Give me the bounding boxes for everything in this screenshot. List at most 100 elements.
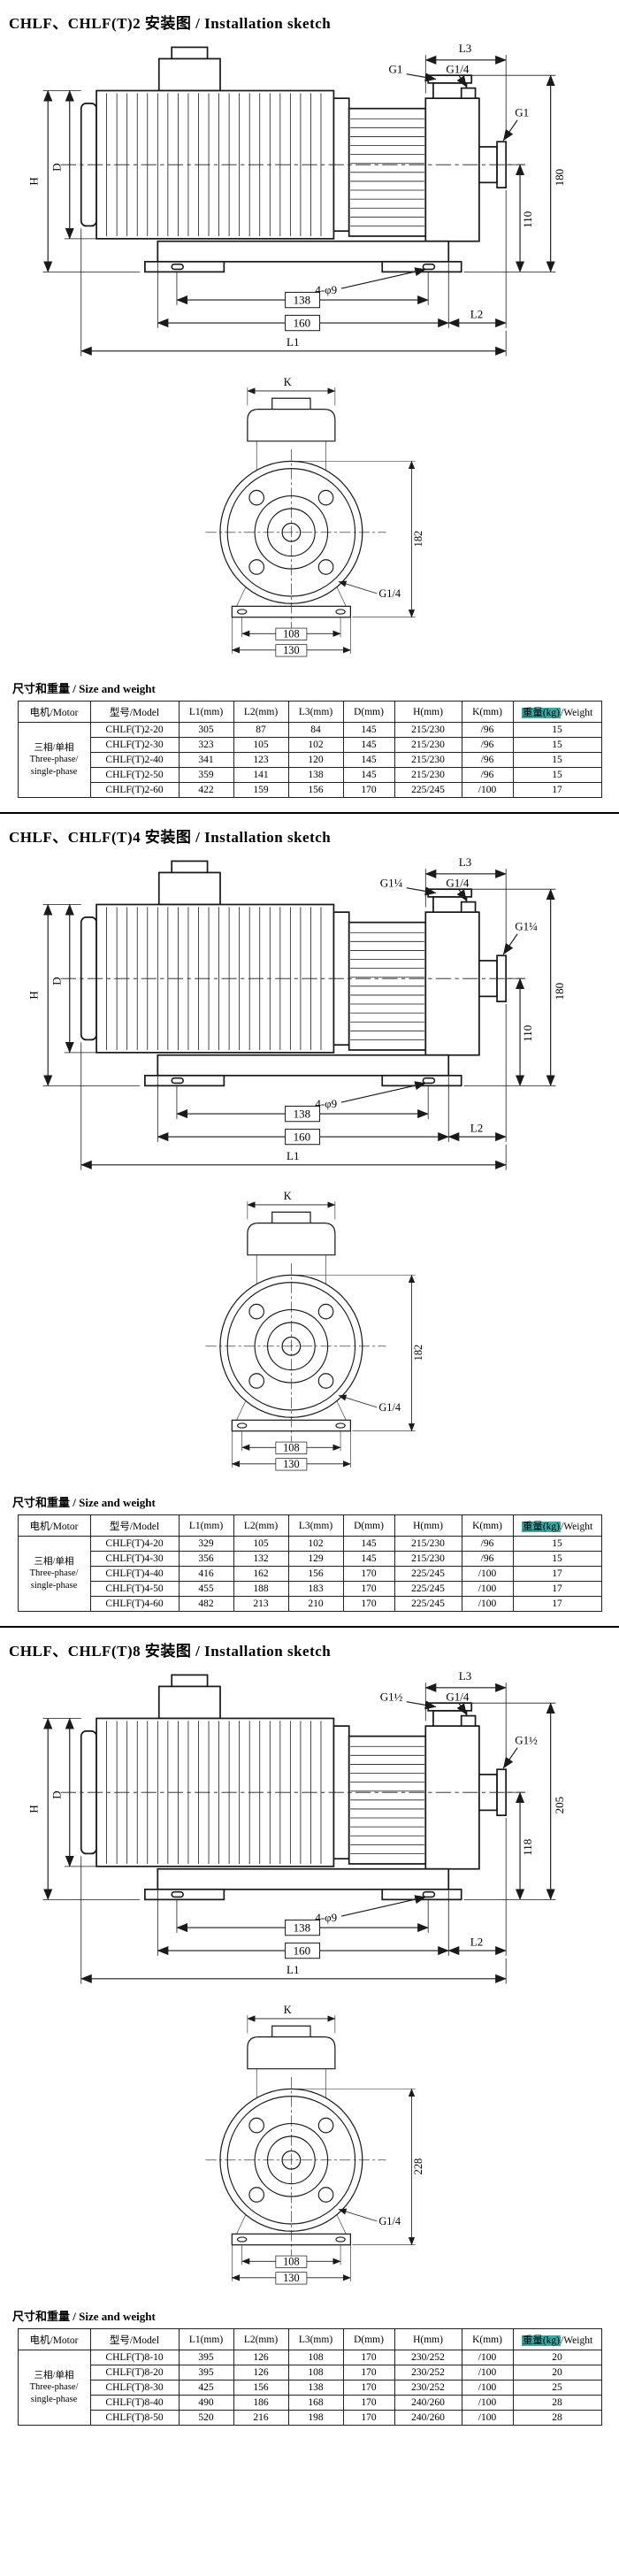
size-weight-heading: 尺寸和重量 / Size and weight xyxy=(12,682,156,695)
size-weight-table: 电机/Motor 型号/Model L1(mm) L2(mm) L3(mm) D… xyxy=(17,2328,602,2426)
pump-assembly xyxy=(348,888,508,1056)
value-cell: 20 xyxy=(512,2350,602,2365)
value-cell: 15 xyxy=(512,752,602,768)
svg-text:4-φ9: 4-φ9 xyxy=(315,1097,337,1110)
value-cell: 170 xyxy=(342,1566,395,1582)
svg-text:L2: L2 xyxy=(470,307,483,320)
model-cell: CHLF(T)8-40 xyxy=(89,2395,180,2411)
value-cell: 108 xyxy=(287,2350,344,2365)
value-cell: 162 xyxy=(233,1566,289,1582)
value-cell: /100 xyxy=(461,2380,514,2396)
value-cell: /100 xyxy=(461,2395,514,2411)
svg-text:160: 160 xyxy=(294,1944,310,1957)
value-cell: 225/245 xyxy=(394,1596,462,1612)
value-cell: 395 xyxy=(178,2350,234,2365)
value-cell: 132 xyxy=(233,1551,289,1567)
header-l3: L3(mm) xyxy=(287,2328,344,2350)
svg-text:L3: L3 xyxy=(459,855,471,869)
model-cell: CHLF(T)8-10 xyxy=(89,2350,180,2365)
value-cell: 225/245 xyxy=(394,782,462,798)
model-cell: CHLF(T)4-60 xyxy=(89,1596,180,1612)
front-view-drawing: K 182 G1/4 108 130 xyxy=(0,1184,619,1490)
svg-text:G1/4: G1/4 xyxy=(378,1401,401,1414)
svg-text:228: 228 xyxy=(412,2158,424,2175)
svg-text:D: D xyxy=(50,977,64,985)
model-cell: CHLF(T)4-40 xyxy=(89,1566,180,1582)
svg-text:130: 130 xyxy=(283,2272,300,2284)
value-cell: 305 xyxy=(178,722,234,738)
header-h: H(mm) xyxy=(394,701,462,723)
svg-text:108: 108 xyxy=(283,1441,300,1453)
side-view-drawing: H D L3 G1¼ G1/4 G1¼ 180 110 4-φ9 138 xyxy=(0,848,619,1183)
svg-text:138: 138 xyxy=(294,1920,310,1934)
value-cell: 159 xyxy=(233,782,289,798)
svg-text:G1¼: G1¼ xyxy=(380,876,403,889)
value-cell: 17 xyxy=(512,1566,602,1582)
value-cell: 183 xyxy=(287,1581,344,1597)
svg-text:138: 138 xyxy=(294,1107,310,1120)
value-cell: 156 xyxy=(287,782,344,798)
header-k: K(mm) xyxy=(461,1514,514,1537)
model-cell: CHLF(T)4-50 xyxy=(89,1581,180,1597)
value-cell: /100 xyxy=(461,2350,514,2365)
value-cell: 188 xyxy=(233,1581,289,1597)
svg-text:L3: L3 xyxy=(459,1669,471,1683)
svg-text:H: H xyxy=(27,991,41,999)
value-cell: 225/245 xyxy=(394,1566,462,1582)
value-cell: 216 xyxy=(233,2410,289,2426)
value-cell: 145 xyxy=(342,1551,395,1567)
value-cell: 341 xyxy=(178,752,234,768)
svg-text:G1/4: G1/4 xyxy=(378,587,401,600)
value-cell: 455 xyxy=(178,1581,234,1597)
svg-text:L2: L2 xyxy=(470,1935,483,1948)
model-cell: CHLF(T)8-50 xyxy=(89,2410,180,2426)
value-cell: /96 xyxy=(461,1551,514,1567)
value-cell: 15 xyxy=(512,1536,602,1552)
svg-text:182: 182 xyxy=(412,531,424,548)
section-chlf4: CHLF、CHLF(T)4 安装图 / Installation sketch xyxy=(0,812,619,1626)
svg-text:G1: G1 xyxy=(388,62,402,75)
value-cell: 520 xyxy=(178,2410,234,2426)
svg-text:K: K xyxy=(284,376,292,388)
svg-text:G1½: G1½ xyxy=(380,1690,403,1703)
value-cell: 215/230 xyxy=(394,722,462,738)
model-cell: CHLF(T)2-40 xyxy=(89,752,180,768)
weight-header-rest: /Weight xyxy=(561,2334,593,2346)
header-l3: L3(mm) xyxy=(287,1514,344,1537)
svg-text:160: 160 xyxy=(294,1130,310,1143)
value-cell: 15 xyxy=(512,1551,602,1567)
section-chlf8: CHLF、CHLF(T)8 安装图 / Installation sketch xyxy=(0,1626,619,2440)
value-cell: 482 xyxy=(178,1596,234,1612)
value-cell: 215/230 xyxy=(394,1536,462,1552)
header-l2: L2(mm) xyxy=(233,1514,289,1537)
installation-side-view-svg: H D L3 G1½ G1/4 G1½ 205 118 4-φ9 138 xyxy=(27,1669,566,1984)
header-l3: L3(mm) xyxy=(287,701,344,723)
size-weight-heading: 尺寸和重量 / Size and weight xyxy=(12,1496,156,1509)
value-cell: 20 xyxy=(512,2365,602,2380)
svg-text:L1: L1 xyxy=(287,1149,299,1162)
value-cell: 422 xyxy=(178,782,234,798)
svg-text:138: 138 xyxy=(294,293,310,306)
centerlines xyxy=(205,2076,386,2258)
value-cell: 102 xyxy=(287,1536,344,1552)
centerlines xyxy=(205,1262,386,1445)
value-cell: 84 xyxy=(287,722,344,738)
centerlines xyxy=(205,448,386,631)
table-header-row: 电机/Motor 型号/Model L1(mm) L2(mm) L3(mm) D… xyxy=(17,1514,602,1537)
value-cell: 102 xyxy=(287,737,344,753)
weight-header-highlight: 重量(kg) xyxy=(521,2334,562,2346)
header-model: 型号/Model xyxy=(89,701,180,723)
svg-text:L1: L1 xyxy=(287,1963,299,1976)
svg-text:G1½: G1½ xyxy=(515,1733,538,1746)
value-cell: 105 xyxy=(233,737,289,753)
header-motor: 电机/Motor xyxy=(17,2328,91,2350)
value-cell: 170 xyxy=(342,2380,395,2396)
dimension-annotations: K 228 G1/4 108 130 xyxy=(231,2004,424,2285)
